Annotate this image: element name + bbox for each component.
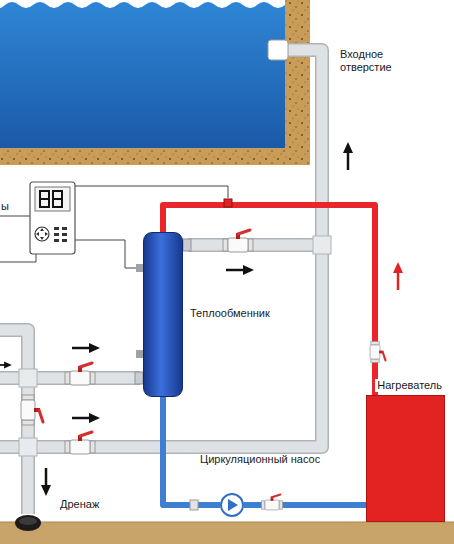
pipe-connector	[163, 205, 375, 395]
circulation-pump: Циркуляционный насос	[220, 493, 244, 517]
inlet-label: Входное отверстие	[340, 48, 420, 74]
heat-exchanger: Теплообменник	[143, 232, 183, 397]
pump-symbol	[222, 495, 242, 515]
heater-box: Нагреватель	[366, 395, 445, 522]
pipe-connector	[163, 397, 220, 505]
node-label: Циркуляционный насос	[200, 453, 320, 466]
node-label: Теплообменник	[190, 307, 270, 320]
node-label: Нагреватель	[375, 379, 444, 392]
drain-label: Дренаж	[60, 498, 99, 511]
cut-label: ы	[1, 200, 9, 213]
pump-triangle	[228, 499, 238, 511]
